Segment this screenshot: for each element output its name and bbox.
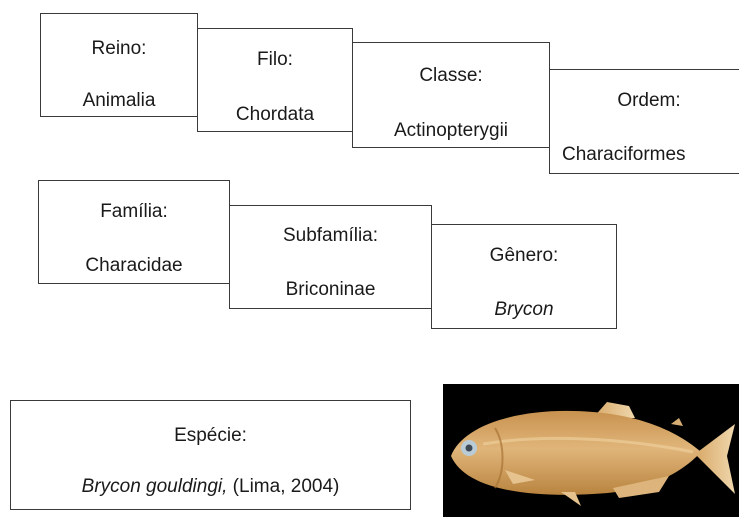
taxon-rank-label: Família: — [39, 201, 229, 223]
species-binomial: Brycon gouldingi, (Lima, 2004) — [11, 476, 410, 498]
fish-icon — [443, 384, 739, 517]
taxon-box-subfamilia: Subfamília: Briconinae — [229, 205, 432, 309]
fish-specimen-photo — [443, 384, 739, 517]
taxon-rank-value: Actinopterygii — [353, 120, 549, 142]
taxon-rank-label: Espécie: — [11, 425, 410, 447]
taxon-box-familia: Família: Characidae — [38, 180, 230, 284]
taxon-rank-value: Animalia — [41, 90, 197, 112]
taxon-box-especie: Espécie: Brycon gouldingi, (Lima, 2004) — [10, 400, 411, 510]
taxon-rank-label: Filo: — [198, 49, 352, 71]
taxon-rank-label: Subfamília: — [230, 225, 431, 247]
taxon-box-ordem: Ordem: Characiformes — [549, 69, 739, 174]
taxon-rank-label: Gênero: — [432, 245, 616, 267]
taxon-rank-value: Characiformes — [562, 144, 686, 166]
taxon-rank-value: Chordata — [198, 104, 352, 126]
taxon-box-filo: Filo: Chordata — [197, 28, 353, 132]
taxon-rank-value: Briconinae — [230, 279, 431, 301]
species-name: Brycon gouldingi, — [82, 476, 228, 497]
taxon-rank-value: Characidae — [39, 255, 229, 277]
taxon-rank-label: Ordem: — [550, 90, 739, 112]
taxon-rank-label: Reino: — [41, 38, 197, 60]
taxon-box-genero: Gênero: Brycon — [431, 224, 617, 329]
taxon-rank-label: Classe: — [353, 65, 549, 87]
taxon-box-reino: Reino: Animalia — [40, 13, 198, 117]
taxon-rank-value: Brycon — [432, 299, 616, 321]
taxon-box-classe: Classe: Actinopterygii — [352, 42, 550, 148]
species-author: (Lima, 2004) — [227, 476, 339, 497]
